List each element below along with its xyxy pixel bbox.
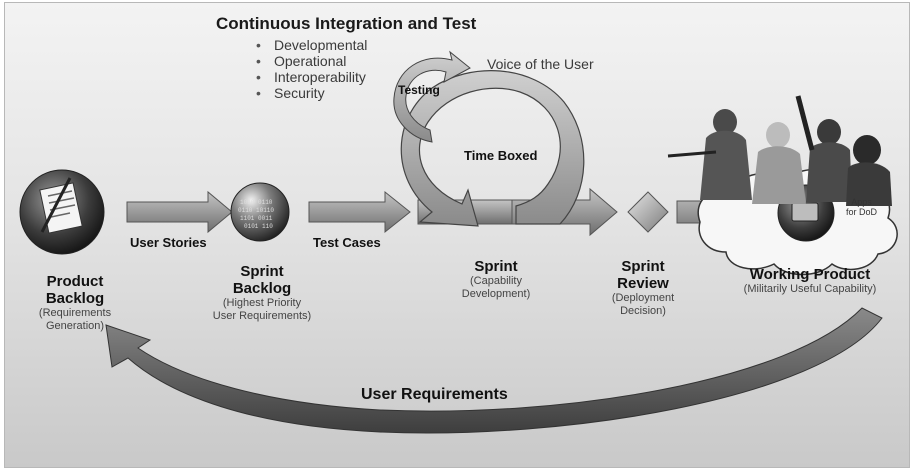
working-product-sub: (Militarily Useful Capability)	[743, 283, 877, 295]
svg-text:1101 0011: 1101 0011	[240, 215, 273, 222]
sprint-label: Sprint (Capability Development)	[462, 258, 530, 301]
sprint-review-label: Sprint Review (Deployment Decision)	[612, 258, 674, 318]
document-icon	[39, 177, 83, 234]
binary-digits-icon: 1010 0110 0110 10110 1101 0011 0101 110	[238, 199, 274, 230]
testing-label: Testing	[398, 83, 440, 97]
sprint-review-title-2: Review	[617, 275, 669, 292]
sprint-sub-2: Development)	[461, 288, 531, 300]
testing-loop-arrow	[393, 50, 471, 143]
sprint-backlog-sub-1: (Highest Priority	[222, 297, 302, 309]
ci-bullet-item: Security	[256, 85, 367, 101]
sprint-review-title-1: Sprint	[621, 258, 665, 275]
sprint-backlog-title-2: Backlog	[232, 280, 292, 297]
sprint-sub-1: (Capability	[470, 275, 522, 287]
sprint-backlog-label: Sprint Backlog (Highest Priority User Re…	[213, 263, 311, 323]
ci-bullet-item: Developmental	[256, 37, 367, 53]
working-product-title: Working Product	[749, 266, 871, 283]
sprint-title: Sprint	[474, 258, 518, 275]
apps-line-1: Apps	[851, 197, 872, 207]
product-backlog-sub-1: (Requirements	[38, 307, 112, 319]
device-icon	[791, 202, 819, 222]
svg-text:0110 10110: 0110 10110	[238, 207, 274, 214]
test-cases-arrow	[308, 190, 411, 234]
ci-bullet-item: Interoperability	[256, 69, 367, 85]
user-requirements-label: User Requirements	[361, 386, 508, 403]
sprint-review-diamond	[627, 191, 669, 233]
sprint-backlog-sphere	[230, 182, 290, 242]
ci-title: Continuous Integration and Test	[216, 14, 477, 33]
product-backlog-title-1: Product	[46, 273, 104, 290]
sprint-review-sub-1: (Deployment	[611, 292, 675, 304]
working-product-label: Working Product (Militarily Useful Capab…	[744, 266, 877, 296]
user-stories-arrow	[126, 190, 233, 234]
voice-of-user-label: Voice of the User	[487, 56, 594, 72]
time-boxed-loop	[400, 70, 585, 227]
product-backlog-title-2: Backlog	[45, 290, 105, 307]
user-requirements-return-arrow	[105, 307, 883, 434]
apps-for-dod-label: Apps for DoD	[846, 197, 877, 217]
svg-text:1010 0110: 1010 0110	[240, 199, 273, 206]
sprint-backlog-title-1: Sprint	[240, 263, 284, 280]
product-backlog-label: Product Backlog (Requirements Generation…	[39, 273, 111, 333]
ci-bullet-item: Operational	[256, 53, 367, 69]
soldiers-image	[667, 95, 892, 206]
test-cases-label: Test Cases	[313, 235, 381, 250]
sprint-review-sub-2: Decision)	[620, 305, 666, 317]
product-backlog-sub-2: Generation)	[45, 320, 105, 332]
apps-line-2: for DoD	[846, 207, 878, 217]
ci-bullet-list: Developmental Operational Interoperabili…	[256, 37, 367, 101]
sprint-backlog-sub-2: User Requirements)	[212, 310, 312, 322]
time-boxed-label: Time Boxed	[464, 148, 538, 163]
svg-text:0101 110: 0101 110	[244, 223, 273, 230]
user-stories-label: User Stories	[130, 235, 207, 250]
